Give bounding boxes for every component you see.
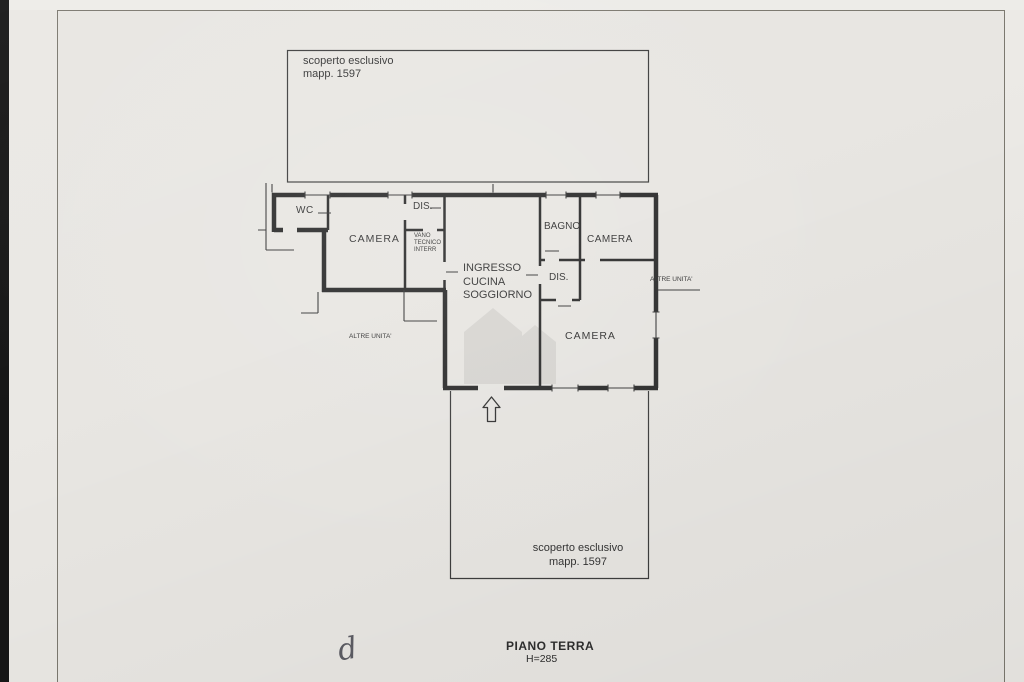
neighbor-label-left: ALTRE UNITA': [349, 333, 392, 340]
courtyard-outlines: [286, 49, 650, 580]
floor-height: H=285: [526, 653, 558, 665]
watermark-house-icon: [464, 308, 556, 384]
ingresso-line2: CUCINA: [463, 275, 506, 288]
upper-courtyard-line2: mapp. 1597: [303, 68, 362, 81]
room-label-ingresso-cucina-soggiorno: INGRESSO CUCINA SOGGIORNO: [463, 262, 532, 303]
lower-courtyard-outline: [449, 391, 650, 580]
lower-courtyard-line1: scoperto esclusivo: [532, 542, 624, 554]
room-label-dis-right: DIS.: [549, 272, 569, 283]
sheet-border: [57, 10, 1005, 682]
lower-courtyard-label: scoperto esclusivo mapp. 1597: [520, 541, 636, 569]
neighbor-label-right: ALTRE UNITA': [650, 276, 693, 283]
upper-courtyard-line1: scoperto esclusivo: [303, 55, 394, 67]
paper-edge-top: [9, 0, 1024, 10]
scanner-edge-strip: [0, 0, 9, 682]
vano-line3: INTERR: [414, 247, 437, 253]
room-label-camera-top-right: CAMERA: [587, 234, 633, 245]
interior-walls: [326, 195, 656, 388]
paper-edge-left: [9, 10, 57, 682]
vano-line2: TECNICO: [414, 240, 441, 246]
room-label-bagno: BAGNO: [544, 221, 581, 232]
room-label-wc: WC: [296, 205, 314, 216]
room-label-vano-tecnico: VANO TECNICO INTERR: [414, 233, 441, 254]
vano-line1: VANO: [414, 233, 431, 239]
ingresso-line1: INGRESSO: [463, 262, 522, 274]
upper-courtyard-label: scoperto esclusivo mapp. 1597: [303, 55, 394, 81]
exterior-walls: [271, 192, 659, 391]
upper-courtyard-outline: [286, 49, 650, 183]
room-label-dis-left: DIS.: [413, 201, 433, 212]
floor-title: PIANO TERRA: [506, 639, 595, 653]
ingresso-line3: SOGGIORNO: [463, 289, 533, 301]
room-label-camera-left: CAMERA: [349, 233, 400, 245]
room-label-camera-bottom-right: CAMERA: [565, 330, 616, 342]
thin-details: [258, 183, 700, 392]
lower-courtyard-line2: mapp. 1597: [548, 556, 608, 568]
paper-edge-right: [1005, 10, 1024, 682]
entrance-arrow-icon: [482, 396, 501, 423]
